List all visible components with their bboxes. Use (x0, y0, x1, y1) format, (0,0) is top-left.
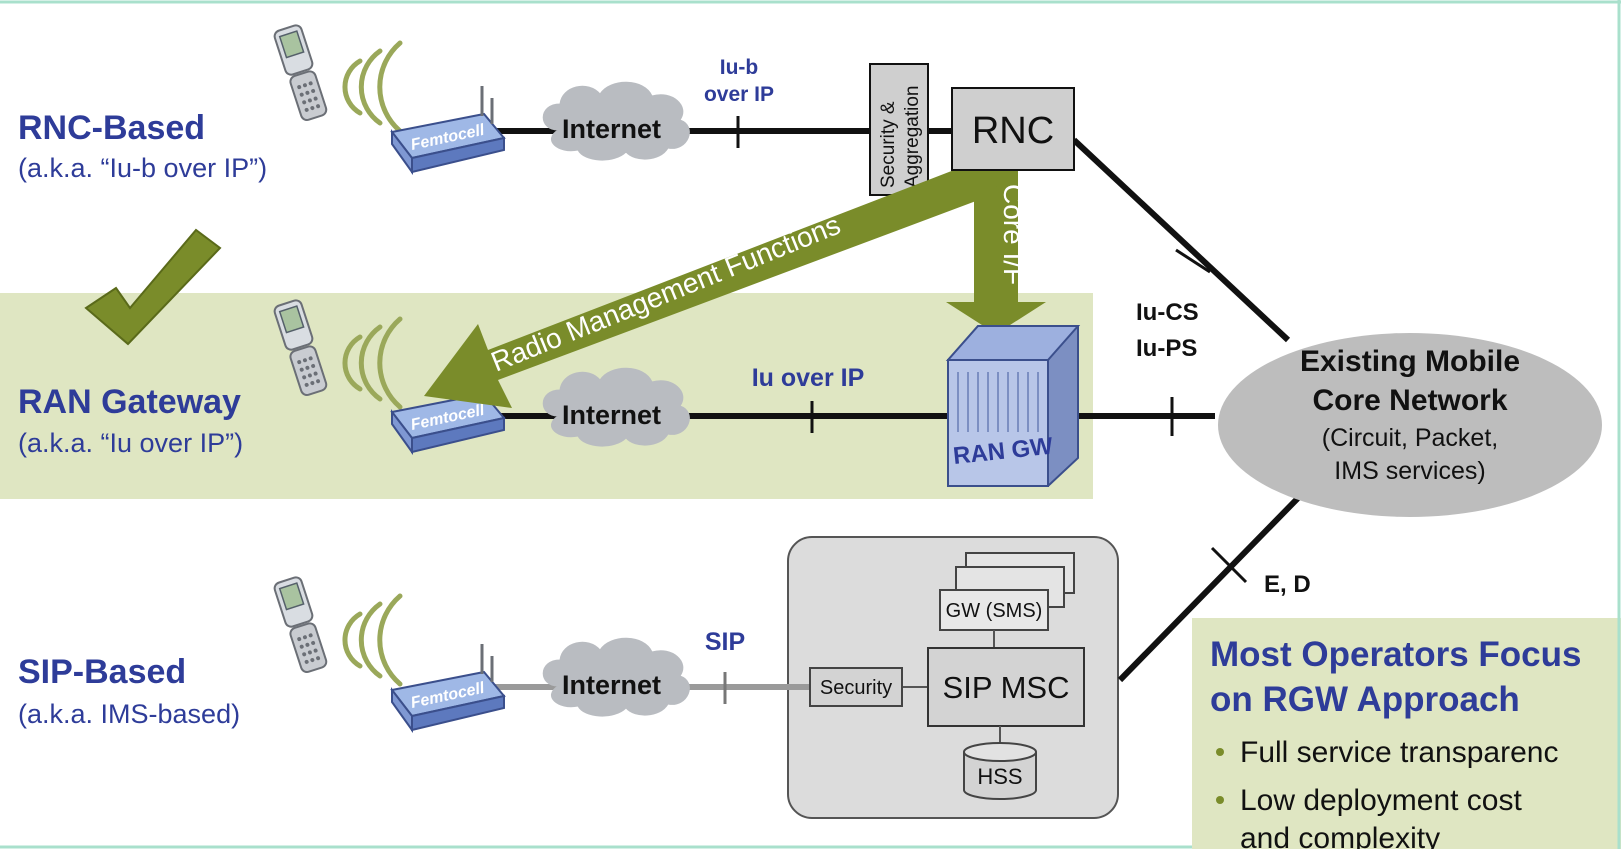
handset-icon (272, 574, 330, 675)
internet-label: Internet (562, 670, 661, 700)
rnc-based-title: RNC-Based (18, 109, 205, 147)
internet-cloud: Internet (542, 367, 690, 447)
security-aggregation-box (869, 63, 929, 196)
security-aggregation-label-line1: Security & (878, 101, 899, 188)
sip-msc-box (927, 647, 1085, 727)
bullet-dot (1216, 796, 1224, 804)
callout-box (1192, 618, 1621, 849)
sip-based-subtitle: (a.k.a. IMS-based) (18, 699, 240, 729)
internet-label: Internet (562, 114, 661, 144)
core-if-label: Core I/F (998, 184, 1029, 285)
handset-icon (272, 22, 330, 123)
security-box (809, 667, 903, 707)
core-network-line3: (Circuit, Packet, (1322, 424, 1498, 452)
line-sipmsc-core (1117, 493, 1303, 683)
bullet-dot (1216, 748, 1224, 756)
femtocell-router-icon: Femtocell (390, 84, 506, 174)
sip-interface-label: SIP (705, 628, 745, 656)
sip-based-title: SIP-Based (18, 653, 186, 691)
security-label: Security (820, 677, 892, 699)
core-network-line4: IMS services) (1334, 457, 1485, 485)
rnc-label: RNC (972, 110, 1054, 152)
radio-waves-icon (345, 43, 400, 131)
core-network-line2: Core Network (1312, 384, 1507, 417)
iub-label-line2: over IP (704, 83, 774, 106)
iu-over-ip-label: Iu over IP (752, 364, 865, 392)
check-mark-icon (84, 228, 222, 346)
internet-label: Internet (562, 400, 661, 430)
security-aggregation-label-line2: Aggregation (902, 86, 923, 188)
callout-title-line2: on RGW Approach (1210, 680, 1520, 719)
iub-label-line1: Iu-b (720, 56, 758, 79)
callout-title-line1: Most Operators Focus (1210, 635, 1581, 674)
tick-ed (1210, 546, 1248, 584)
tick-iucs (1175, 248, 1211, 274)
ed-label: E, D (1264, 571, 1311, 598)
core-if-arrow (946, 158, 1046, 334)
internet-cloud: Internet (542, 637, 690, 717)
callout-bullet2-line2: and complexity (1240, 822, 1440, 849)
callout-bullet1: Full service transparenc (1240, 736, 1558, 769)
sip-msc-label: SIP MSC (943, 670, 1070, 705)
line-rnc-core (1071, 137, 1291, 343)
radio-management-arrow (424, 160, 1000, 408)
gw-sms-label: GW (SMS) (946, 600, 1043, 622)
ran-gw-device: RAN GW (945, 325, 1081, 487)
iups-label: Iu-PS (1136, 335, 1197, 362)
hss-database-icon (963, 742, 1037, 800)
ran-gateway-title: RAN Gateway (18, 383, 241, 421)
core-network-ellipse (1218, 333, 1602, 517)
femtocell-router-icon: Femtocell (390, 642, 506, 732)
femtocell-router-icon: Femtocell (390, 364, 506, 454)
internet-cloud: Internet (542, 81, 690, 161)
core-network-line1: Existing Mobile (1300, 345, 1520, 378)
ran-gateway-subtitle: (a.k.a. “Iu over IP”) (18, 428, 243, 458)
rnc-box (951, 87, 1075, 171)
iucs-label: Iu-CS (1136, 299, 1199, 326)
callout-bullet2-line1: Low deployment cost (1240, 784, 1522, 817)
radio-waves-icon (345, 596, 400, 684)
rnc-based-subtitle: (a.k.a. “Iu-b over IP”) (18, 153, 267, 183)
hss-label: HSS (977, 764, 1022, 789)
